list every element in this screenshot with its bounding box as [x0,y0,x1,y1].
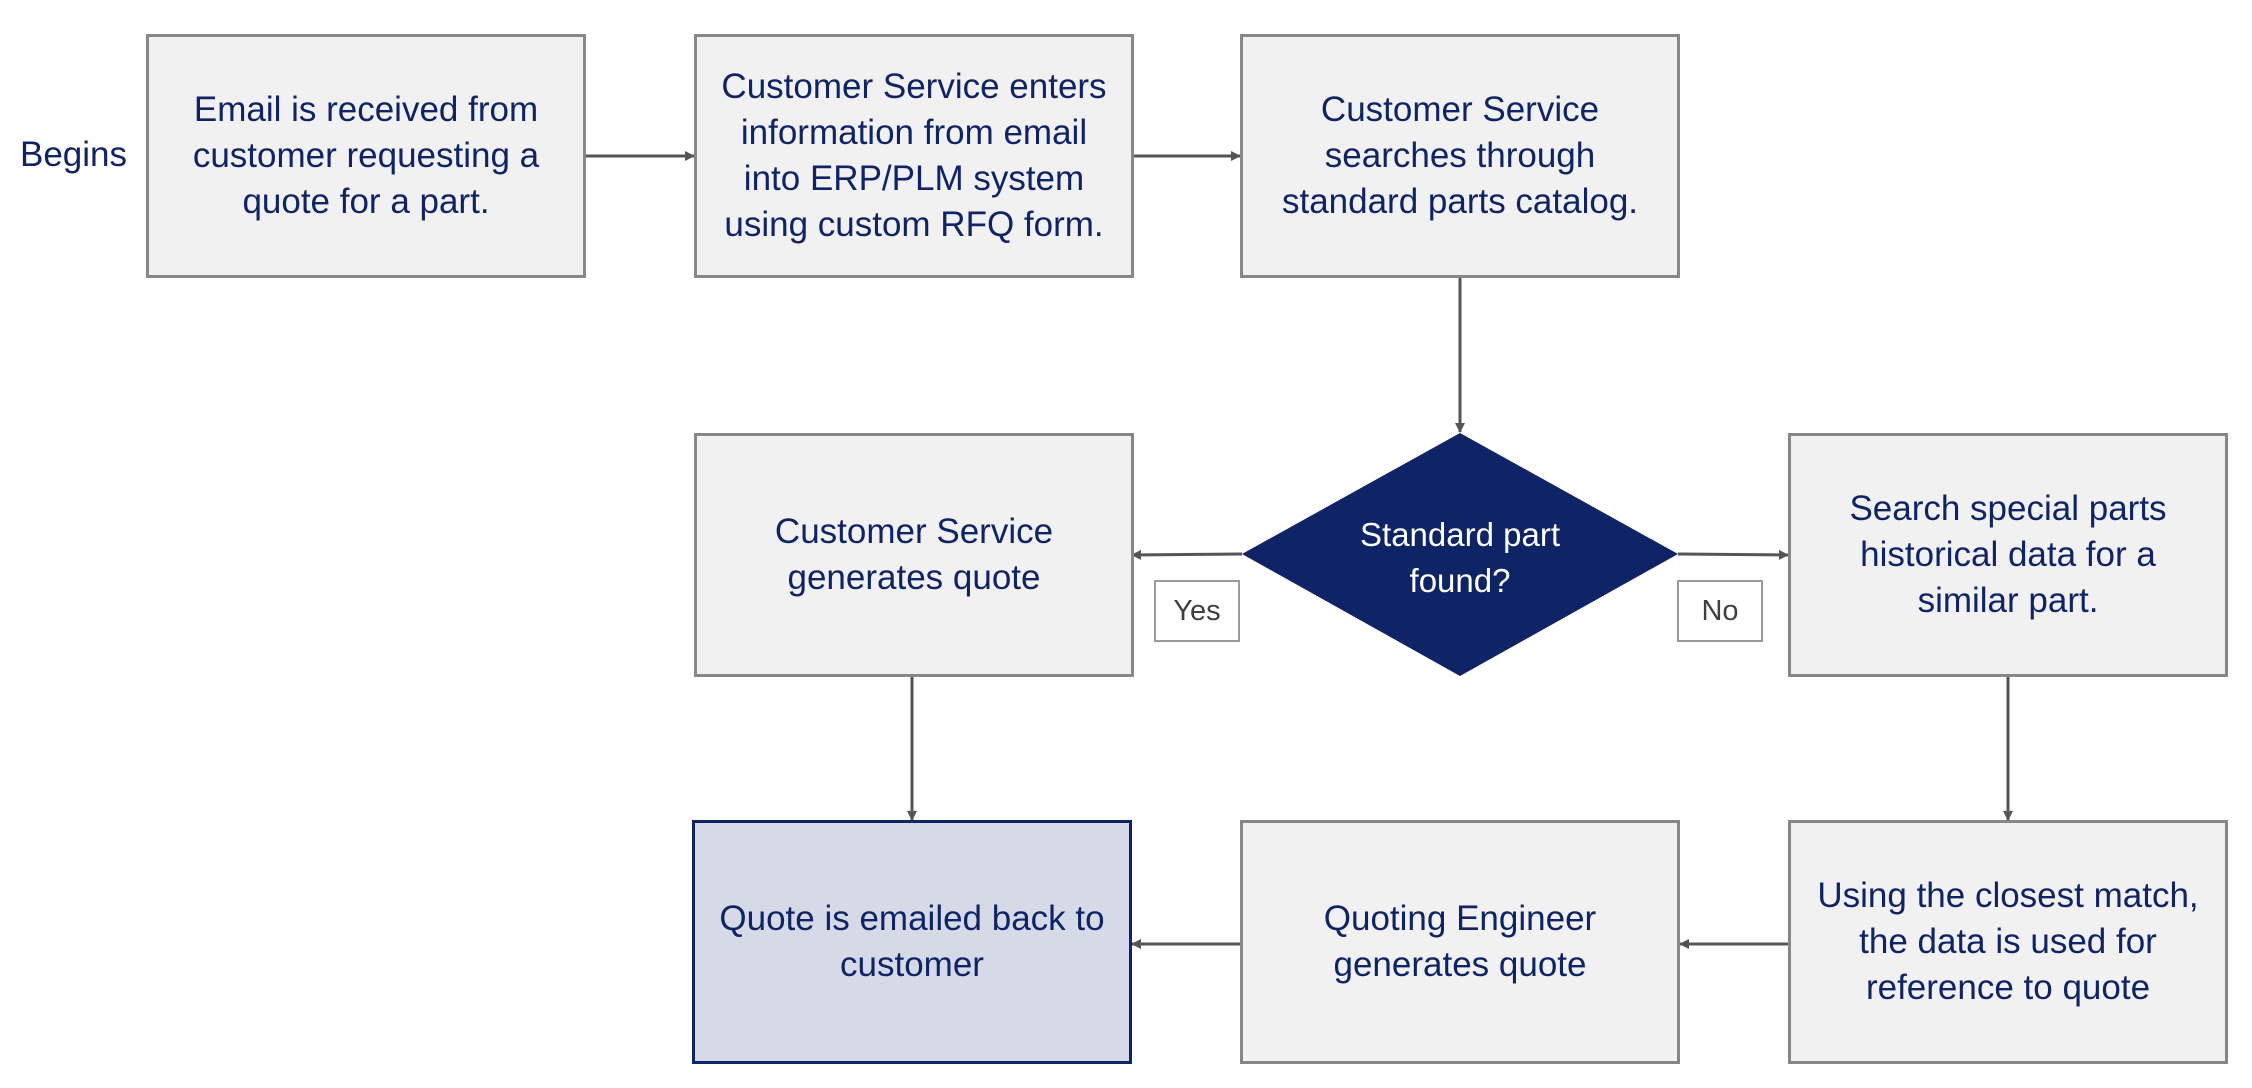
step-search-special-text: Search special parts historical data for… [1849,489,2167,620]
decision-diamond [1242,433,1678,676]
step-cs-quote: Customer Service generates quote [694,433,1134,677]
decision-label: Standard part found? [1360,516,1560,599]
step-enter-info: Customer Service enters information from… [694,34,1134,278]
step-engineer-quote: Quoting Engineer generates quote [1240,820,1680,1064]
yes-tag: Yes [1154,580,1240,642]
step-enter-info-text: Customer Service enters information from… [721,67,1107,244]
step-cs-quote-text: Customer Service generates quote [774,512,1054,597]
step-closest-match: Using the closest match, the data is use… [1788,820,2228,1064]
step-engineer-quote-text: Quoting Engineer generates quote [1323,899,1597,984]
step-quote-emailed-text: Quote is emailed back to customer [719,899,1105,984]
start-label: Begins [20,135,128,174]
arrow-decision-to-cs-quote [1131,549,1243,560]
step-search-special: Search special parts historical data for… [1788,433,2228,677]
arrow-decision-to-special [1677,549,1789,560]
step-closest-match-text: Using the closest match, the data is use… [1817,876,2199,1007]
step-search-catalog: Customer Service searches through standa… [1240,34,1680,278]
no-tag: No [1677,580,1763,642]
step-search-catalog-text: Customer Service searches through standa… [1281,90,1639,221]
step-quote-emailed: Quote is emailed back to customer [692,820,1132,1064]
step-email-received-text: Email is received from customer requesti… [192,90,540,221]
step-email-received: Email is received from customer requesti… [146,34,586,278]
